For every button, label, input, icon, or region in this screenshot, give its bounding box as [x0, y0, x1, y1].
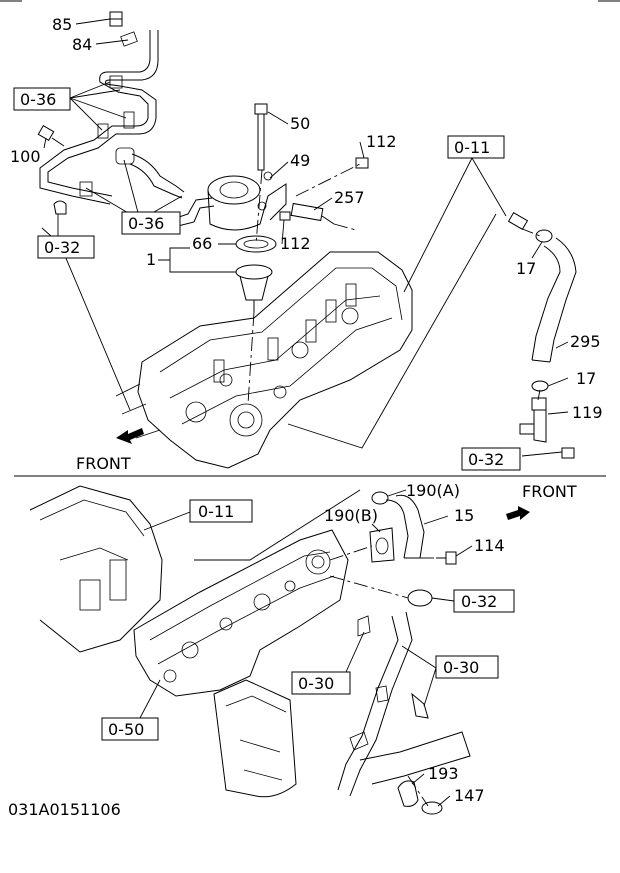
front-arrow-top: FRONT — [76, 428, 144, 473]
part-label-66: 66 — [192, 234, 212, 253]
oil-cooler-drawing — [133, 529, 349, 697]
svg-text:0-11: 0-11 — [454, 138, 490, 157]
part-label-190a: 190(A) — [406, 481, 460, 500]
gasket-66-drawing — [235, 235, 277, 253]
clip-drawing — [53, 200, 67, 215]
ref-box-0-30-right[interactable]: 0-30 — [435, 655, 499, 679]
svg-text:0-32: 0-32 — [44, 238, 80, 257]
part-label-190b: 190(B) — [324, 506, 378, 525]
svg-text:0-11: 0-11 — [198, 502, 234, 521]
thermostat-housing-drawing — [175, 171, 287, 231]
ref-box-0-50[interactable]: 0-50 — [101, 717, 159, 741]
thermostat-drawing — [235, 264, 273, 312]
gasket-190b-drawing — [369, 527, 395, 563]
ref-box-0-32-top-right[interactable]: 0-32 — [461, 447, 521, 471]
svg-text:0-50: 0-50 — [108, 720, 144, 739]
pipe-15-drawing — [385, 494, 425, 559]
part-label-15: 15 — [454, 506, 474, 525]
o-ring-190a-drawing — [371, 491, 389, 505]
o-ring-drawing — [407, 589, 433, 607]
part-label-17-bottom: 17 — [576, 369, 596, 388]
bolt-114-drawing — [436, 551, 457, 565]
front-label-bottom: FRONT — [522, 482, 577, 501]
pipe-119-drawing — [519, 397, 575, 459]
engine-block-drawing — [29, 485, 163, 653]
part-label-147: 147 — [454, 786, 485, 805]
part-label-49: 49 — [290, 151, 310, 170]
svg-text:0-36: 0-36 — [20, 90, 56, 109]
water-pipe-drawing — [337, 611, 471, 797]
part-label-84: 84 — [72, 35, 92, 54]
assembly-lines — [247, 163, 541, 807]
part-label-193: 193 — [428, 764, 459, 783]
ref-box-0-32-bottom[interactable]: 0-32 — [453, 589, 515, 613]
part-label-295: 295 — [570, 332, 601, 351]
ref-box-0-32-top-left[interactable]: 0-32 — [37, 235, 95, 259]
part-label-100: 100 — [10, 147, 41, 166]
part-label-112-top: 112 — [366, 132, 397, 151]
diagram-code: 031A0151106 — [8, 800, 121, 819]
oil-filter-drawing — [213, 679, 297, 798]
front-label-top: FRONT — [76, 454, 131, 473]
part-label-85: 85 — [52, 15, 72, 34]
part-labels: 85 84 100 50 112 49 257 112 66 1 17 295 … — [10, 15, 603, 805]
part-label-119: 119 — [572, 403, 603, 422]
svg-text:0-30: 0-30 — [443, 658, 479, 677]
part-label-1: 1 — [146, 250, 156, 269]
ref-box-0-11-bottom[interactable]: 0-11 — [189, 499, 253, 523]
hose-295-drawing — [507, 211, 577, 392]
front-arrow-bottom: FRONT — [506, 482, 577, 520]
cylinder-head-drawing — [115, 251, 413, 469]
svg-text:0-30: 0-30 — [298, 674, 334, 693]
part-label-17-top: 17 — [516, 259, 536, 278]
ref-box-0-36-mid[interactable]: 0-36 — [121, 211, 181, 235]
ref-box-0-36-top[interactable]: 0-36 — [13, 87, 71, 111]
svg-text:0-32: 0-32 — [468, 450, 504, 469]
svg-text:0-36: 0-36 — [128, 214, 164, 233]
bolt-50-drawing — [254, 103, 268, 171]
bolt-85-drawing — [109, 11, 123, 27]
svg-text:0-32: 0-32 — [461, 592, 497, 611]
breather-pipe-drawing — [39, 30, 185, 205]
bolt-100-drawing — [37, 124, 65, 147]
temperature-sensor-drawing — [279, 157, 369, 225]
clamp-147-drawing — [421, 801, 443, 815]
part-label-114: 114 — [474, 536, 505, 555]
ref-box-0-30-left[interactable]: 0-30 — [291, 671, 351, 695]
part-label-50: 50 — [290, 114, 310, 133]
hose-193-drawing — [397, 780, 419, 807]
part-label-112-bottom: 112 — [280, 234, 311, 253]
ref-box-0-11-top[interactable]: 0-11 — [447, 135, 505, 159]
part-label-257: 257 — [334, 188, 365, 207]
